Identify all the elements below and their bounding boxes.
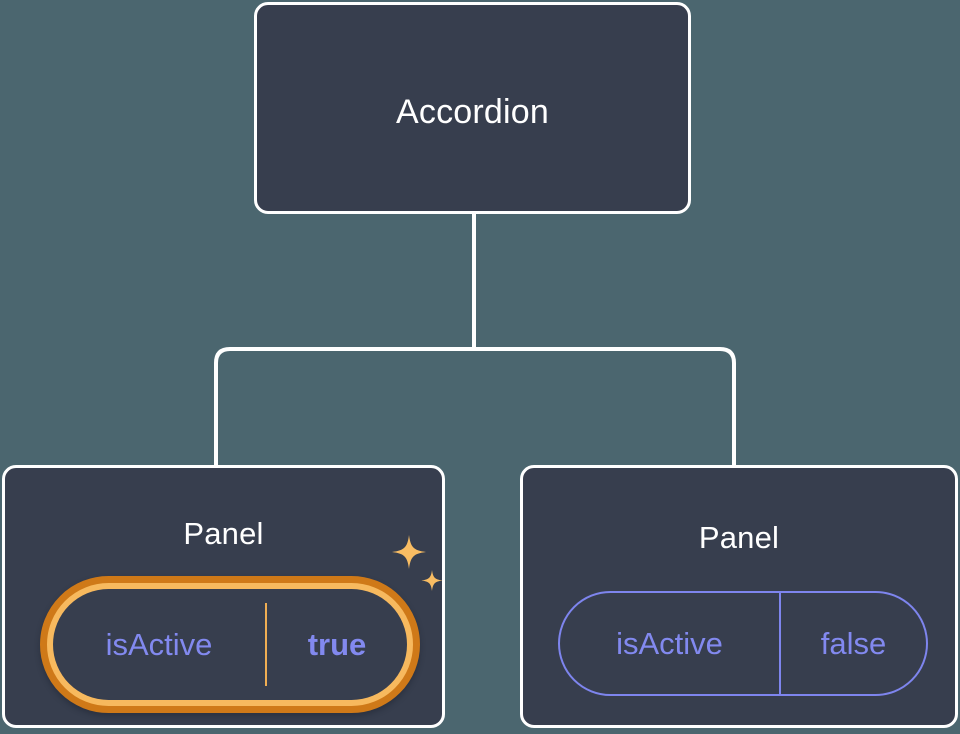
connector-branches (214, 347, 736, 467)
prop-key: isActive (616, 625, 723, 661)
prop-pill-isactive-true[interactable]: isActive true (40, 576, 420, 713)
prop-divider (779, 593, 781, 694)
prop-divider (265, 603, 267, 686)
node-accordion-title: Accordion (396, 93, 549, 131)
node-panel-active[interactable]: Panel isActive true (2, 465, 445, 728)
node-panel-inactive[interactable]: Panel isActive false (520, 465, 958, 728)
node-panel-active-title: Panel (183, 516, 264, 551)
prop-key: isActive (105, 626, 213, 662)
node-panel-inactive-title: Panel (698, 520, 780, 555)
prop-value: false (820, 625, 887, 661)
prop-pill-isactive-false[interactable]: isActive false (558, 591, 928, 696)
prop-value: true (307, 626, 367, 662)
prop-pill-inner: isActive true (53, 589, 407, 700)
node-accordion[interactable]: Accordion (254, 2, 691, 214)
